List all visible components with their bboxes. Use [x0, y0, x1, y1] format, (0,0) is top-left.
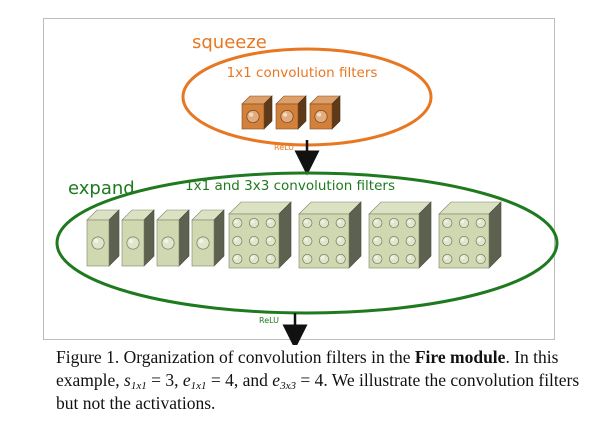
- caption-e1x1-val: = 4, and: [206, 370, 273, 390]
- expand-3x3-filter: [228, 201, 292, 269]
- squeeze-ellipse: [181, 47, 433, 147]
- squeeze-1x1-filter: [309, 95, 341, 130]
- figure-caption: Figure 1. Organization of convolution fi…: [56, 346, 586, 415]
- squeeze-1x1-filter: [241, 95, 273, 130]
- expand-3x3-filter: [298, 201, 362, 269]
- squeeze-filter-group: [241, 95, 341, 130]
- caption-e3x3-var: e: [272, 370, 281, 390]
- squeeze-filters-label: 1x1 convolution filters: [227, 65, 378, 81]
- caption-s1x1-var: s: [124, 370, 131, 390]
- expand-relu-label: ReLU: [259, 316, 279, 325]
- squeeze-1x1-filter: [275, 95, 307, 130]
- squeeze-label: squeeze: [192, 32, 267, 53]
- fire-module-diagram: squeeze 1x1 convolution filters ReLU exp…: [55, 32, 559, 345]
- expand-filter-group: [86, 201, 502, 269]
- expand-1x1-filter: [86, 209, 120, 267]
- caption-bold-term: Fire module: [414, 347, 506, 367]
- expand-label: expand: [68, 178, 135, 199]
- caption-s1x1-sub: 1x1: [130, 380, 147, 392]
- caption-e1x1-var: e: [182, 370, 191, 390]
- caption-e3x3-sub: 3x3: [280, 380, 296, 392]
- expand-filters-label: 1x1 and 3x3 convolution filters: [185, 178, 395, 194]
- caption-part2: . In this example,: [56, 347, 559, 390]
- expand-1x1-filter: [191, 209, 225, 267]
- caption-s1x1-val: = 3,: [146, 370, 183, 390]
- expand-3x3-filter: [368, 201, 432, 269]
- expand-1x1-filter: [156, 209, 190, 267]
- expand-3x3-filter: [438, 201, 502, 269]
- expand-ellipse: [55, 171, 559, 315]
- caption-e3x3-val: = 4. We illustrate the convolution filte…: [56, 370, 580, 413]
- caption-prefix: Figure 1. Organization of convolution fi…: [56, 347, 415, 367]
- caption-e1x1-sub: 1x1: [190, 380, 207, 392]
- expand-1x1-filter: [121, 209, 155, 267]
- squeeze-relu-label: ReLU: [274, 143, 294, 152]
